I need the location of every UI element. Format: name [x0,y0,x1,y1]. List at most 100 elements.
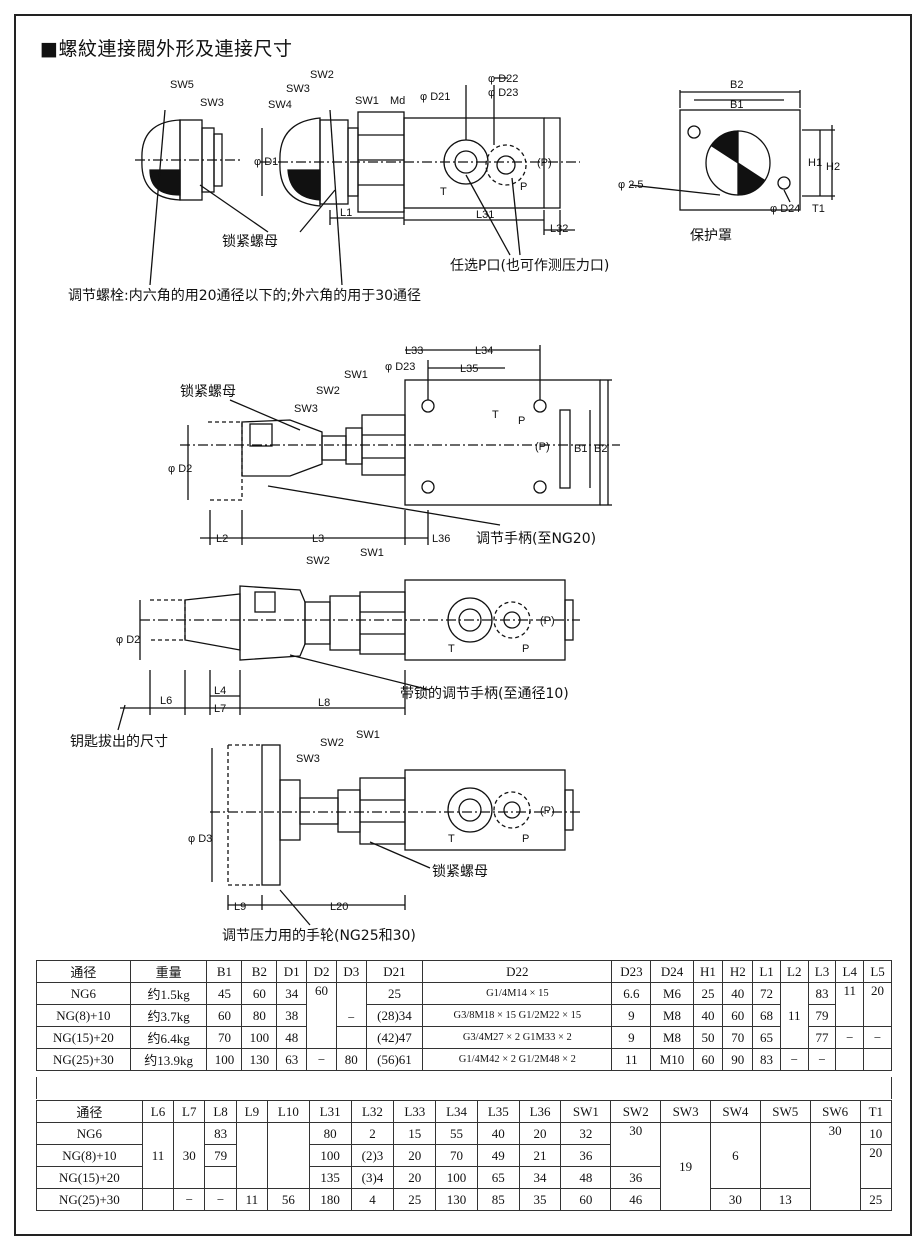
cell: 79 [807,1004,837,1027]
col-header: L33 [393,1100,437,1123]
fig3-p: P [522,643,529,655]
cell: 60 [241,982,278,1005]
cell: 80 [308,1122,352,1145]
cell: NG(8)+10 [36,1144,143,1167]
label-l32: L32 [550,223,568,235]
cell: M8 [650,1026,694,1049]
cell: − [807,1048,837,1071]
col-header: L5 [863,960,892,983]
cell: 20 [863,982,892,1027]
cell: 79 [204,1144,237,1167]
cell: 10 [859,1122,893,1145]
handle-valve-drawing [180,345,620,545]
fig2-l33: L33 [405,345,423,357]
cell: 35 [518,1188,562,1211]
cell: M8 [650,1004,694,1027]
fig3-l4: L4 [214,685,226,697]
cell: NG6 [36,982,131,1005]
technical-drawings: SW5 SW3 SW2 SW3 SW4 SW1 Md φ D21 φ D22 φ… [68,69,840,944]
col-header: B2 [241,960,278,983]
col-header: L34 [435,1100,478,1123]
cell [267,1122,310,1189]
fig3-sw2: SW2 [306,555,330,567]
cell: 65 [476,1166,520,1189]
col-header: L7 [173,1100,206,1123]
cell: 100 [308,1144,352,1167]
locking-handle-valve-drawing [117,579,580,731]
label-md: Md [390,95,405,107]
cell: 60 [306,982,337,1049]
label-phi-d24: φ D24 [770,203,800,215]
cell: 25 [692,982,724,1005]
cell: 25 [859,1188,893,1211]
table-row: NG(25)+30 约13.9kg 100 130 63 − 80 (56)61… [36,1048,892,1071]
col-header: SW1 [560,1100,612,1123]
col-header: L9 [235,1100,269,1123]
col-header: L31 [308,1100,352,1123]
label-sw5: SW5 [170,79,194,91]
col-header: T1 [859,1100,893,1123]
col-header: D1 [276,960,308,983]
cell: 9 [611,1004,652,1027]
label-phi-d21: φ D21 [420,91,450,103]
fig4-l9: L9 [234,901,246,913]
cell: 30 [173,1122,206,1189]
cell: 68 [752,1004,781,1027]
cell: NG(15)+20 [36,1026,131,1049]
cell: (3)4 [350,1166,395,1189]
cell: 63 [276,1048,308,1071]
cell: 19 [660,1122,711,1211]
cell: G3/4M27 × 2 G1M33 × 2 [422,1026,613,1049]
spec-table-2: 通径 L6 L7 L8 L9 L10 L31 L32 L33 L34 L35 L… [36,1100,893,1211]
cell: 34 [276,982,308,1005]
col-header: H1 [692,960,724,983]
cell [204,1166,237,1189]
col-header: H2 [722,960,754,983]
col-header: L3 [807,960,837,983]
fig4-p: P [522,833,529,845]
cell: 20 [859,1144,893,1189]
cell: 65 [752,1026,781,1049]
col-header: L36 [518,1100,562,1123]
cover-drawing [629,90,835,211]
fig4-handwheel: 调节压力用的手轮(NG25和30) [222,928,416,944]
cell: (42)47 [365,1026,424,1049]
page-title: ■螺紋連接閥外形及連接尺寸 [40,38,293,60]
cell: 25 [365,982,424,1005]
cell: 2 [350,1122,395,1145]
cell: 40 [722,982,754,1005]
callout-adjust-bolt: 调节螺栓:内六角的用20通径以下的;外六角的用于30通径 [68,288,421,304]
cell: 40 [476,1122,520,1145]
fig4-t: T [448,833,455,845]
col-header: SW4 [710,1100,761,1123]
fig2-p-port: (P) [535,441,550,453]
cell: 48 [560,1166,612,1189]
fig2-lock-nut: 锁紧螺母 [180,384,236,400]
cell: 20 [393,1144,437,1167]
table-row: NG(8)+10 79 100 (2)3 20 70 49 21 36 20 [36,1144,893,1189]
col-header: SW5 [759,1100,811,1123]
fig3-l6: L6 [160,695,172,707]
col-header: D2 [306,960,337,983]
cell: 100 [435,1166,478,1189]
cell: 34 [518,1166,562,1189]
cell: 32 [560,1122,612,1145]
cell: 30 [710,1188,761,1211]
fig2-l3: L3 [312,533,324,545]
cell: 15 [393,1122,437,1145]
label-l31: L31 [476,209,494,221]
cell: − [173,1188,206,1211]
cell: − [306,1048,337,1071]
col-header: L8 [204,1100,237,1123]
cell: 90 [722,1048,754,1071]
cell: 180 [308,1188,352,1211]
cell: 60 [722,1004,754,1027]
cell: 60 [560,1188,612,1211]
cell: 20 [393,1166,437,1189]
fig3-t: T [448,643,455,655]
cell [141,1188,175,1211]
cell [863,1048,892,1071]
handwheel-valve-drawing [210,744,580,926]
fig2-l34: L34 [475,345,493,357]
cell: 48 [276,1026,308,1049]
